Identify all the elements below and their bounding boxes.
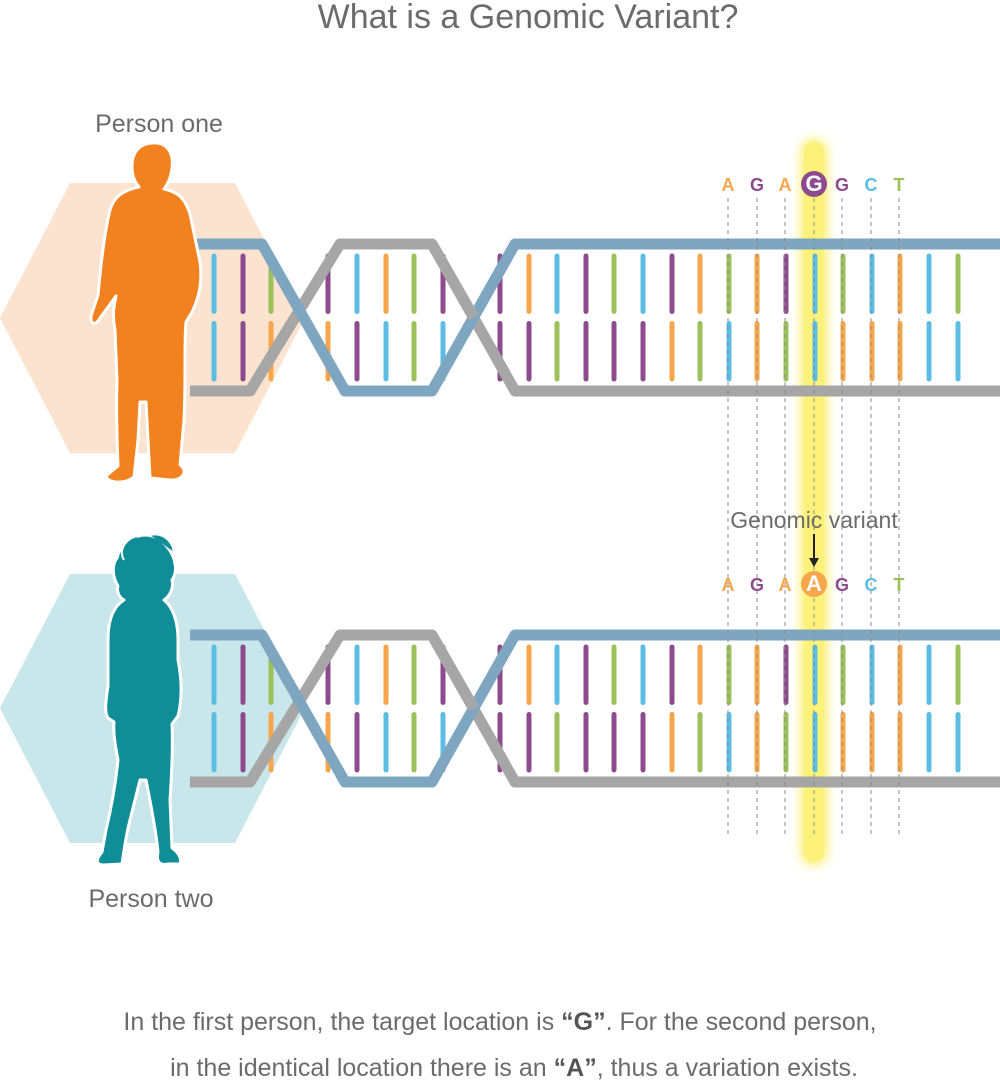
dna-helix-person-one [190,238,1000,397]
caption-line-2-em: “A” [553,1054,597,1082]
person_one-base: C [865,175,878,195]
person_two-base: A [779,575,792,595]
caption-line-2-pre: in the identical location there is an [170,1054,554,1082]
page-title: What is a Genomic Variant? [318,0,739,36]
person_two-base: G [750,575,764,595]
caption-line-1-pre: In the first person, the target location… [123,1008,562,1036]
dna-strand-blue [190,238,1000,397]
dna-strand-gray-over [245,705,300,785]
person_two-highlighted-base: A [806,571,822,596]
caption-line-1-post: . For the second person, [605,1008,877,1036]
person_two-base: T [894,575,905,595]
person_one-base: G [835,175,849,195]
person_one-highlighted-base-circle [801,171,827,197]
person_two-base: G [835,575,849,595]
sequence-guide-lines [727,198,900,836]
dna-strand-blue [190,629,1000,788]
person_one-highlighted-base: G [805,171,822,196]
person-two-label: Person two [88,885,213,913]
dna-strand-gray-over [245,314,300,394]
caption-line-2: in the identical location there is an “A… [14,1054,1000,1083]
dna-strand-gray-over [427,632,479,712]
person_one-base: A [779,175,792,195]
man-silhouette-icon [89,141,203,484]
person_one-base: A [722,175,735,195]
caption-line-1-em: “G” [561,1008,606,1036]
person_two-base: A [722,575,735,595]
person_two-base: C [865,575,878,595]
dna-strand-gray [190,238,1000,397]
dna-strand-gray [190,629,1000,788]
dna-helix-person-two [190,629,1000,788]
person-one-label: Person one [95,110,223,138]
caption-line-2-post: , thus a variation exists. [596,1054,858,1082]
person_one-base: T [894,175,905,195]
down-arrow-icon [809,534,819,567]
person_one-base: G [750,175,764,195]
caption-line-1: In the first person, the target location… [0,1008,1000,1037]
dna-strand-gray-over [427,241,479,321]
genomic-variant-label: Genomic variant [730,507,898,533]
woman-silhouette-icon [95,533,183,867]
person_two-highlighted-base-circle [801,571,827,597]
